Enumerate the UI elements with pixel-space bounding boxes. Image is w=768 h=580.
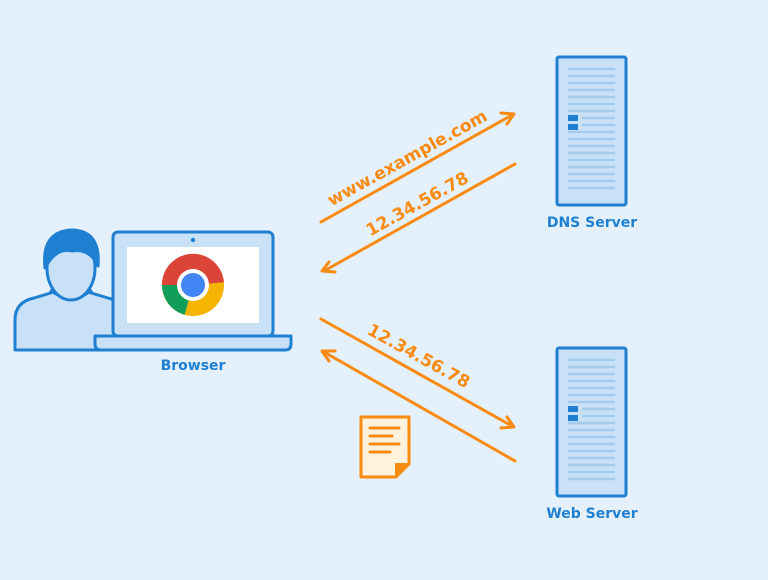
flow-label-ip-request: 12.34.56.78: [364, 320, 473, 393]
flow-label-domain: www.example.com: [324, 106, 491, 211]
server-tower-icon: [555, 55, 628, 207]
document-icon: [359, 415, 411, 479]
browser-label: Browser: [161, 358, 226, 374]
server-tower-icon: [555, 346, 628, 498]
web-server-label: Web Server: [546, 506, 637, 522]
dns-server-label: DNS Server: [547, 215, 637, 231]
arrow-web-to-browser: [320, 349, 517, 463]
arrow-browser-to-dns: [319, 111, 516, 224]
arrow-browser-to-web: [319, 317, 516, 430]
chrome-logo-icon: [161, 253, 224, 316]
user-icon: [13, 228, 128, 352]
arrow-dns-to-browser: [320, 162, 517, 274]
